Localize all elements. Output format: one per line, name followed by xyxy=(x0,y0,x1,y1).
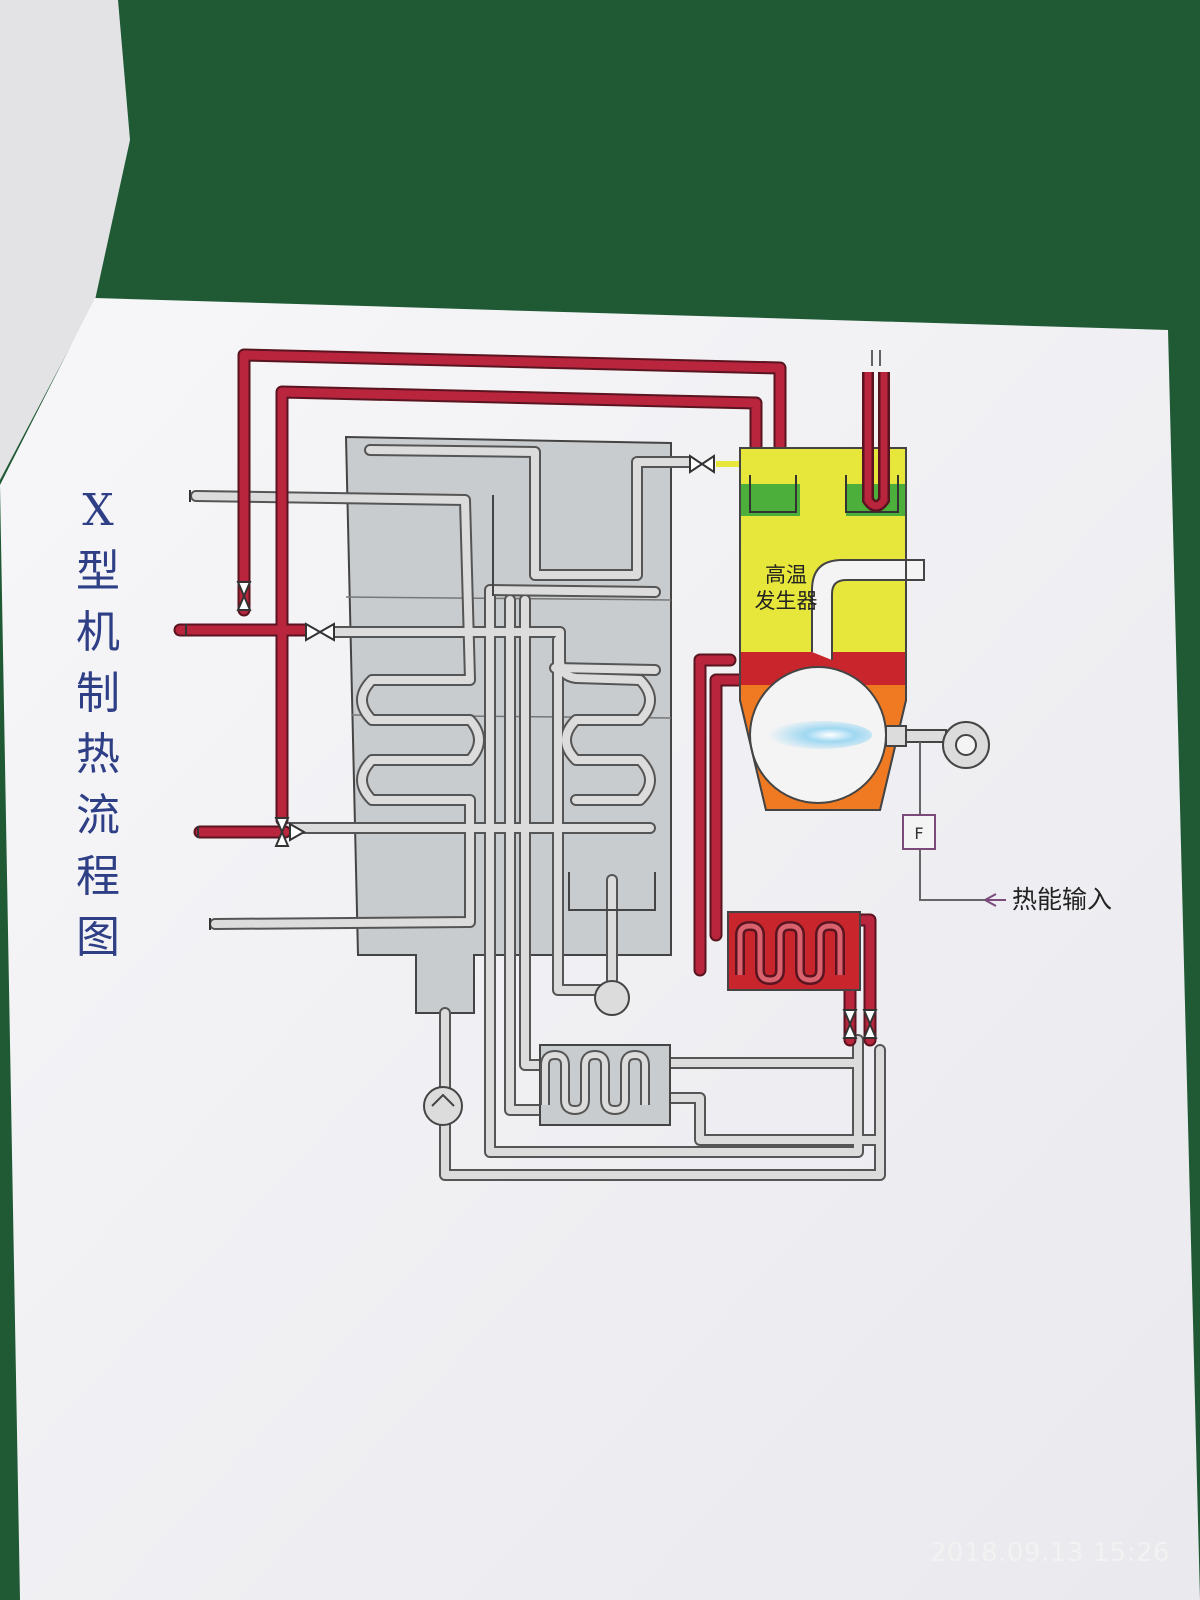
title-char: 热 xyxy=(76,729,120,780)
left-page-curl xyxy=(0,0,130,480)
high-temp-heat-exchanger xyxy=(727,911,861,991)
title-char: 型 xyxy=(76,546,120,597)
title-char: 流 xyxy=(76,790,120,841)
solution-pump xyxy=(423,1086,463,1126)
flow-meter-label: F xyxy=(914,824,923,843)
vent-tubes xyxy=(862,350,890,512)
photo-timestamp: 2018.09.13 15:26 xyxy=(930,1538,1171,1568)
title-char: 图 xyxy=(76,912,120,963)
flame-icon xyxy=(768,721,872,749)
title-char: 制 xyxy=(76,668,120,719)
evaporator-tray xyxy=(568,872,656,911)
generator-label: 高温 发生器 xyxy=(746,562,826,614)
generator-label-line1: 高温 xyxy=(765,563,807,587)
generator-label-line2: 发生器 xyxy=(754,589,818,613)
refrigerant-pump xyxy=(594,980,630,1016)
flow-meter xyxy=(902,814,936,850)
title-char: 程 xyxy=(76,851,120,902)
heat-input-label: 热能输入 xyxy=(1012,885,1113,914)
low-temp-heat-exchanger xyxy=(539,1044,671,1126)
heat-input-arrow-icon xyxy=(984,893,1006,907)
high-temp-generator xyxy=(739,447,925,811)
burner-blower xyxy=(885,721,990,901)
title-char: X xyxy=(82,485,114,536)
pipe-end-caps xyxy=(185,490,211,930)
valves xyxy=(236,454,878,1039)
title-char: 机 xyxy=(76,607,120,658)
diagram-title: X 型 机 制 热 流 程 图 xyxy=(68,480,128,968)
